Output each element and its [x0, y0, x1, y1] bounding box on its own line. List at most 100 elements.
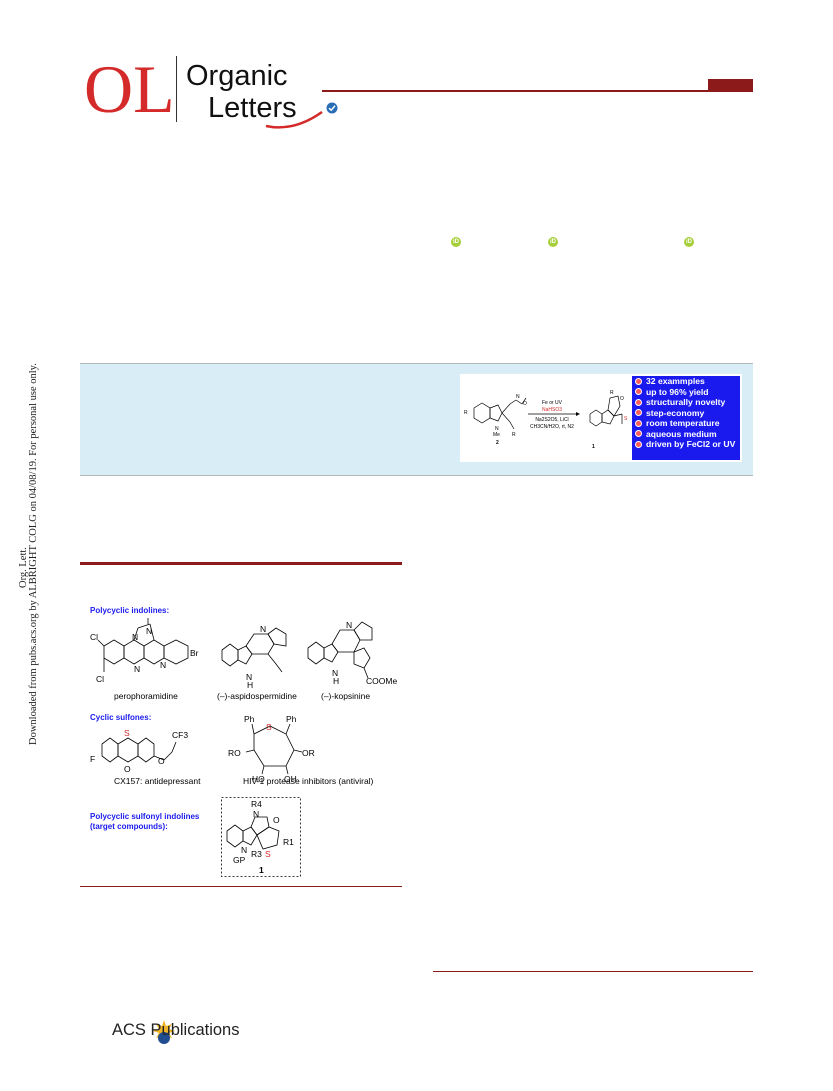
feature-item: aqueous medium	[632, 429, 740, 440]
heading-polycyclic-indolines: Polycyclic indolines:	[90, 606, 170, 615]
compound-2-label: 2	[496, 440, 499, 446]
bullet-icon	[635, 398, 642, 406]
caption-kopsinine: (–)-kopsinine	[321, 691, 371, 701]
feature-item: up to 96% yield	[632, 387, 740, 398]
o-label: O	[620, 396, 624, 402]
atom-h: H	[333, 676, 339, 686]
bullet-icon	[635, 377, 642, 385]
atom-n: N	[146, 626, 152, 636]
ol-journal-logo: OL	[84, 52, 174, 122]
atom-f: F	[90, 754, 95, 764]
atom-n: N	[132, 632, 138, 642]
caption-cx157: CX157: antidepressant	[114, 776, 201, 786]
orcid-icon[interactable]: iD	[451, 237, 461, 247]
atom-br: Br	[190, 648, 199, 658]
bullet-icon	[635, 419, 642, 427]
feature-item: step-economy	[632, 408, 740, 419]
atom-ph: Ph	[244, 714, 255, 724]
journal-name: Organic Letters	[186, 60, 297, 124]
structure-hiv-inhibitor: Ph Ph S RO OR HO OH	[228, 714, 315, 784]
toc-graphic: R N O N Me 2 R Fe or UV NaHSO3 Na2S2O5, …	[460, 374, 742, 462]
figure-bottom-rule	[80, 886, 402, 887]
r1-label: R	[512, 432, 516, 438]
structure-kopsinine: N N H COOMe	[307, 620, 397, 686]
n-label: N	[516, 394, 520, 400]
atom-s: S	[265, 849, 271, 859]
feature-item: driven by FeCl2 or UV	[632, 439, 740, 450]
atom-r4: R4	[251, 799, 262, 809]
header-rule	[322, 90, 753, 92]
heading-cyclic-sulfones: Cyclic sulfones:	[90, 713, 152, 722]
bullet-icon	[635, 430, 642, 438]
bullet-icon	[635, 388, 642, 396]
n-label: N	[495, 426, 499, 432]
download-line: Downloaded from pubs.acs.org by ALBRIGHT…	[28, 363, 39, 745]
header-corner-block	[708, 79, 753, 91]
feature-item: 32 exammples	[632, 376, 740, 387]
structure-target-compound: R4 N O R1 R3 S GP N 1	[221, 797, 301, 877]
atom-oh: OH	[284, 774, 297, 784]
atom-cl: Cl	[90, 632, 98, 642]
atom-n: N	[241, 845, 247, 855]
feature-item: structurally novelty	[632, 397, 740, 408]
o-label: O	[523, 401, 527, 407]
compound-number: 1	[259, 865, 264, 875]
atom-h: H	[247, 680, 253, 690]
atom-s: S	[124, 728, 130, 738]
atom-o: O	[273, 815, 280, 825]
structure-cx157: F S O O CF3	[90, 728, 188, 774]
condition-solvent: CH3CN/H2O, rt, N2	[530, 424, 574, 430]
bullet-icon	[635, 440, 642, 448]
caption-perophoramidine: perophoramidine	[114, 691, 178, 701]
publisher-name[interactable]: ACS Publications	[112, 1021, 240, 1039]
condition-nahso3: NaHSO3	[542, 407, 562, 413]
atom-o: O	[158, 756, 165, 766]
atom-ro: RO	[228, 748, 241, 758]
s-label: S	[624, 416, 628, 422]
atom-r1: R1	[283, 837, 294, 847]
me-label: Me	[493, 432, 500, 438]
condition-fe-uv: Fe or UV	[542, 400, 563, 406]
logo-divider	[176, 56, 177, 122]
atom-n: N	[260, 624, 266, 634]
acs-logo-icon	[153, 1020, 175, 1044]
reaction-scheme: R N O N Me 2 R Fe or UV NaHSO3 Na2S2O5, …	[464, 390, 628, 450]
orcid-icon[interactable]: iD	[684, 237, 694, 247]
atom-or: OR	[302, 748, 315, 758]
atom-ph: Ph	[286, 714, 297, 724]
atom-cl: Cl	[96, 674, 104, 684]
caption-aspidospermidine: (–)-aspidospermidine	[217, 691, 297, 701]
heading-target-compounds: Polycyclic sulfonyl indolines (target co…	[90, 812, 200, 831]
verified-check-icon	[326, 102, 338, 114]
atom-n: N	[253, 809, 259, 819]
journal-abbrev: Org. Lett.	[18, 547, 29, 588]
column-footnote-rule	[433, 971, 753, 972]
atom-gp: GP	[233, 855, 246, 865]
orcid-icon[interactable]: iD	[548, 237, 558, 247]
swoosh-icon	[265, 110, 323, 129]
atom-n: N	[246, 672, 252, 682]
atom-cooMe: COOMe	[366, 676, 397, 686]
compound-1-label: 1	[592, 444, 595, 450]
atom-n: N	[346, 620, 352, 630]
journal-name-line2: Letters	[208, 92, 297, 124]
condition-na2s2o5: Na2S2O5, LiCl	[535, 417, 568, 423]
caption-hiv-inhibitors: HIV-1 protease inhibitors (antiviral)	[243, 776, 374, 786]
atom-cf3: CF3	[172, 730, 188, 740]
atom-r3: R3	[251, 849, 262, 859]
ol-logo-text: OL	[84, 52, 174, 122]
atom-o: O	[124, 764, 131, 774]
figure-top-rule	[80, 562, 402, 565]
structure-aspidospermidine: N N H	[221, 624, 287, 690]
r2-label: R	[464, 410, 468, 416]
download-notice: Org. Lett. Downloaded from pubs.acs.org …	[18, 363, 39, 745]
r4-label: R	[610, 390, 614, 396]
atom-ho: HO	[252, 774, 265, 784]
bullet-icon	[635, 409, 642, 417]
atom-n: N	[134, 664, 140, 674]
feature-list: 32 exammples up to 96% yield structurall…	[632, 376, 740, 460]
journal-name-line1: Organic	[186, 60, 288, 92]
atom-n: N	[160, 660, 166, 670]
atom-n: N	[332, 668, 338, 678]
structure-perophoramidine: Cl Cl Br N N N N	[90, 618, 199, 684]
